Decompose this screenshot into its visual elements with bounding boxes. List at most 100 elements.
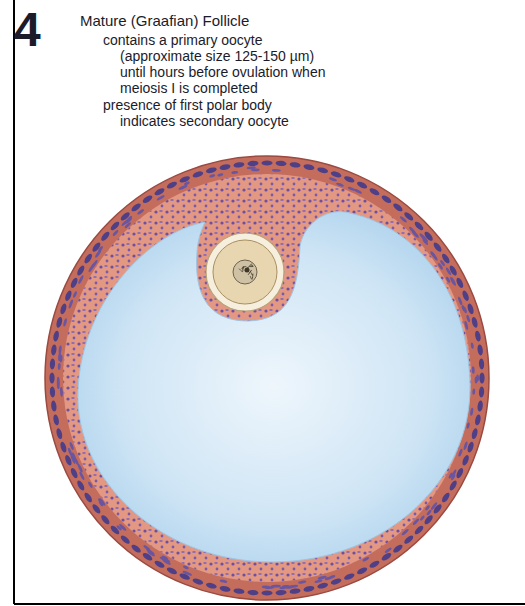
theca-cell xyxy=(262,590,273,595)
theca-cell xyxy=(262,160,273,165)
theca-cell xyxy=(479,386,485,397)
theca-cell xyxy=(130,543,142,554)
theca-cell xyxy=(463,306,468,313)
theca-cell xyxy=(403,534,415,545)
theca-cell xyxy=(450,469,457,479)
theca-cell xyxy=(380,194,392,204)
theca-cell xyxy=(182,570,192,576)
theca-cell xyxy=(303,164,315,171)
theca-cell xyxy=(50,386,56,397)
theca-cell xyxy=(192,170,204,178)
theca-cell xyxy=(53,330,60,342)
theca-cell xyxy=(455,467,465,479)
theca-cell xyxy=(472,388,475,394)
theca-cell xyxy=(343,572,355,581)
theca-cell xyxy=(317,582,329,590)
theca-cell xyxy=(272,169,281,172)
nucleolus xyxy=(245,268,250,273)
theca-cell xyxy=(271,584,281,587)
theca-cell xyxy=(178,184,188,190)
theca-cell xyxy=(64,290,73,302)
text-slot: 4 xyxy=(14,6,41,54)
theca-cell xyxy=(57,380,60,389)
theca-cell xyxy=(317,575,327,580)
panel-number: 4 xyxy=(14,6,41,54)
theca-cell xyxy=(55,428,63,440)
text-slot: contains a primary oocyte (approximate s… xyxy=(103,32,335,96)
theca-cell xyxy=(77,275,84,285)
theca-cell xyxy=(275,590,286,596)
theca-cell xyxy=(330,577,342,585)
theca-cell xyxy=(109,220,120,231)
theca-cell xyxy=(458,448,464,457)
theca-cell xyxy=(76,479,86,491)
theca-cell xyxy=(205,582,217,590)
theca-cell xyxy=(100,514,111,526)
theca-cell xyxy=(58,352,62,361)
theca-cell xyxy=(247,161,258,167)
theca-cell xyxy=(479,358,485,369)
theca-cell xyxy=(68,299,74,309)
frame-line xyxy=(14,603,525,605)
theca-cell xyxy=(231,170,238,174)
theca-cell xyxy=(53,414,60,426)
theca-cell xyxy=(76,264,86,276)
theca-cell xyxy=(63,318,68,327)
theca-cell xyxy=(474,330,481,342)
theca-cell xyxy=(67,447,73,456)
theca-cell xyxy=(384,547,392,554)
granulosa-cells xyxy=(63,174,471,582)
theca-cell xyxy=(72,291,77,299)
theca-cell xyxy=(368,187,380,197)
note-text: presence of first polar body indicates s… xyxy=(103,97,318,129)
oocyte xyxy=(213,240,277,304)
theca-cell xyxy=(166,566,178,576)
theca-cell xyxy=(392,202,404,213)
theca-cell xyxy=(219,164,231,171)
theca-layer xyxy=(45,156,489,600)
text-slot: Mature (Graafian) Follicle xyxy=(80,12,249,29)
theca-cell xyxy=(49,373,54,384)
granulosa-layer xyxy=(63,174,471,582)
theca-cell xyxy=(233,588,245,595)
theca-cell xyxy=(119,534,131,545)
theca-cell xyxy=(100,230,111,242)
theca-cell xyxy=(466,314,471,322)
theca-cell xyxy=(233,162,245,169)
theca-cell xyxy=(475,377,478,384)
theca-cell xyxy=(441,491,451,503)
theca-cell xyxy=(471,428,479,440)
theca-cell xyxy=(419,515,425,521)
theca-cell xyxy=(298,580,307,584)
theca-cell xyxy=(420,234,429,243)
theca-cell xyxy=(97,245,103,252)
nucleus xyxy=(233,260,257,284)
chromatin xyxy=(239,264,253,280)
theca-cell xyxy=(288,584,298,588)
theca-cell xyxy=(60,387,63,397)
theca-cell xyxy=(289,588,301,595)
theca-cell xyxy=(161,556,170,563)
theca-cell xyxy=(380,552,392,562)
theca-cell xyxy=(392,543,404,554)
theca-cell xyxy=(247,166,256,169)
theca-cell xyxy=(356,566,368,576)
theca-cell xyxy=(217,173,224,177)
theca-cell xyxy=(413,524,424,535)
theca-cell xyxy=(209,174,216,178)
theca-cell xyxy=(466,441,474,453)
antrum xyxy=(78,212,470,562)
theca-cell xyxy=(368,559,380,569)
theca-cells xyxy=(49,160,484,595)
theca-cell xyxy=(147,550,156,557)
theca-cell xyxy=(59,441,67,453)
theca-cell xyxy=(432,241,443,253)
theca-cell xyxy=(466,303,474,315)
theca-cell xyxy=(423,514,434,526)
theca-cell xyxy=(426,509,432,516)
theca-cell xyxy=(457,296,463,305)
theca-cell xyxy=(448,479,458,491)
theca-cell xyxy=(192,577,204,585)
theca-cell xyxy=(51,400,58,412)
